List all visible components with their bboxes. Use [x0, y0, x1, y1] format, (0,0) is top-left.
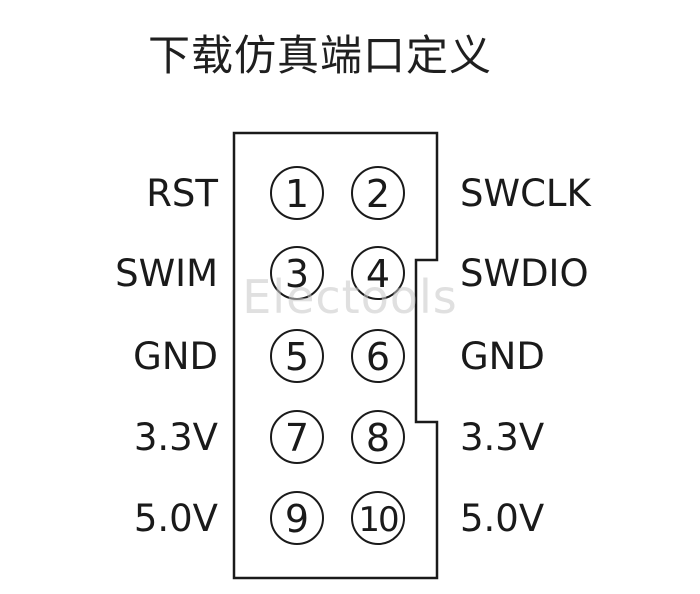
pin-8-label: 3.3V: [460, 416, 545, 459]
pin-3: 3: [270, 246, 324, 300]
pin-4: 4: [351, 246, 405, 300]
pin-8: 8: [351, 410, 405, 464]
pin-4-number: 4: [366, 252, 390, 296]
pin-4-label: SWDIO: [460, 252, 589, 295]
pin-9-number: 9: [285, 497, 309, 541]
pin-9-label: 5.0V: [133, 497, 218, 540]
pin-1-label: RST: [146, 172, 218, 215]
pin-5-label: GND: [133, 335, 218, 378]
pin-7-number: 7: [285, 416, 309, 460]
pin-9: 9: [270, 491, 324, 545]
pin-6: 6: [351, 329, 405, 383]
pin-5: 5: [270, 329, 324, 383]
pin-7: 7: [270, 410, 324, 464]
diagram-title: 下载仿真端口定义: [147, 31, 492, 80]
pin-6-label: GND: [460, 335, 545, 378]
pin-3-label: SWIM: [115, 252, 218, 295]
pin-10-number: 10: [358, 500, 398, 540]
pin-2: 2: [351, 166, 405, 220]
pin-10: 10: [351, 491, 405, 545]
pin-6-number: 6: [366, 335, 390, 379]
pin-8-number: 8: [366, 416, 390, 460]
pin-1-number: 1: [285, 172, 309, 216]
pin-7-label: 3.3V: [133, 416, 218, 459]
pin-2-number: 2: [366, 172, 390, 216]
pin-10-label: 5.0V: [460, 497, 545, 540]
watermark: Electools: [242, 270, 458, 324]
pin-2-label: SWCLK: [460, 172, 591, 215]
pin-5-number: 5: [285, 335, 309, 379]
connector-outline: [232, 131, 439, 580]
pin-1: 1: [270, 166, 324, 220]
pin-3-number: 3: [285, 252, 309, 296]
